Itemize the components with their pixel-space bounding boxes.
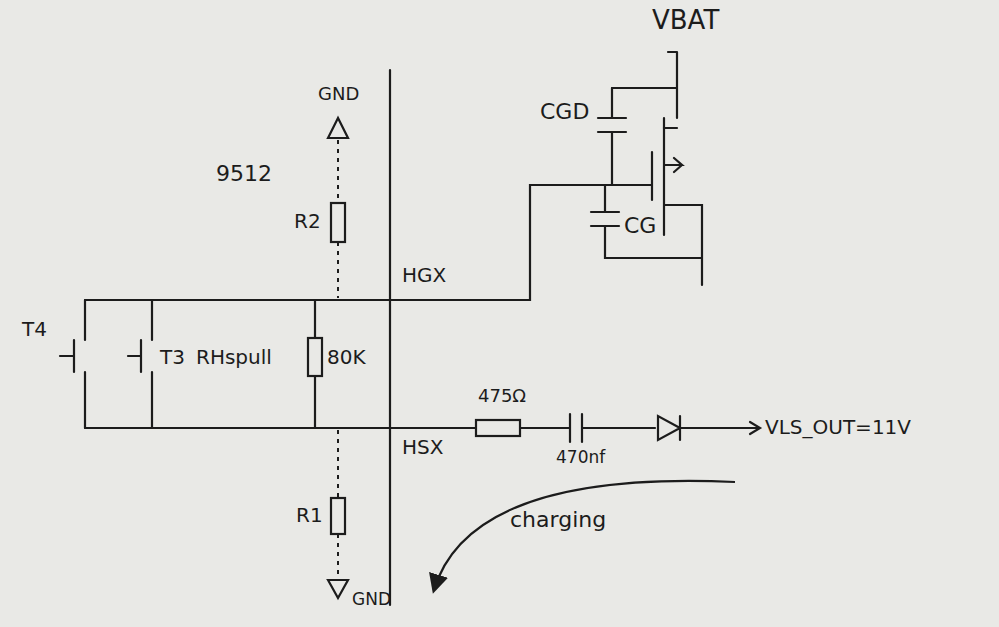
signal-label: CGD — [540, 100, 589, 124]
signal-label: VBAT — [652, 6, 719, 35]
gate-symbol — [651, 152, 653, 200]
cgd-wire — [611, 88, 613, 185]
signal-label: GND — [352, 590, 391, 609]
signal-label: R1 — [296, 504, 323, 526]
capacitor-symbol — [591, 225, 619, 227]
vbat-wire — [612, 52, 677, 118]
resistor-symbol — [476, 420, 520, 436]
resistor-symbol — [331, 498, 345, 534]
wire-end — [750, 422, 760, 434]
dashed-wire — [337, 140, 339, 298]
chip-boundary — [389, 70, 391, 605]
cg-wire — [605, 185, 702, 258]
switch-symbol — [60, 340, 74, 372]
signal-label: R2 — [294, 210, 321, 232]
mosfet-symbol — [664, 118, 702, 285]
signal-label: CG — [624, 214, 656, 238]
dashed-wire — [337, 430, 339, 578]
signal-label: T4 — [22, 318, 47, 340]
resistor-symbol — [331, 203, 345, 242]
switch-wire — [84, 300, 86, 428]
signal-label: HGX — [402, 264, 446, 286]
signal-label: charging — [510, 508, 606, 532]
signal-label: 9512 — [216, 162, 272, 186]
signal-label: HSX — [402, 436, 443, 458]
signal-label: 475Ω — [478, 386, 526, 406]
signal-label: T3 — [160, 346, 185, 368]
ground-symbol — [328, 118, 348, 138]
mosfet-symbol — [664, 127, 677, 129]
diode-symbol — [658, 416, 680, 440]
resistor-wire — [314, 300, 316, 428]
capacitor-symbol — [569, 414, 571, 442]
charging-arrow — [434, 481, 735, 590]
signal-label: 470nf — [556, 448, 605, 467]
ground-symbol — [328, 580, 348, 598]
capacitor-symbol — [598, 117, 626, 119]
signal-label: 80K — [327, 346, 366, 368]
signal-label: RHspull — [196, 346, 272, 368]
signal-label: VLS_OUT=11V — [765, 416, 911, 438]
capacitor-symbol — [591, 211, 619, 213]
hgx-wire — [85, 185, 652, 300]
switch-wire — [151, 300, 153, 428]
switch-symbol — [128, 340, 141, 372]
capacitor-symbol — [598, 131, 626, 133]
capacitor-symbol — [581, 414, 583, 442]
signal-label: GND — [318, 84, 359, 104]
resistor-symbol — [308, 338, 322, 376]
